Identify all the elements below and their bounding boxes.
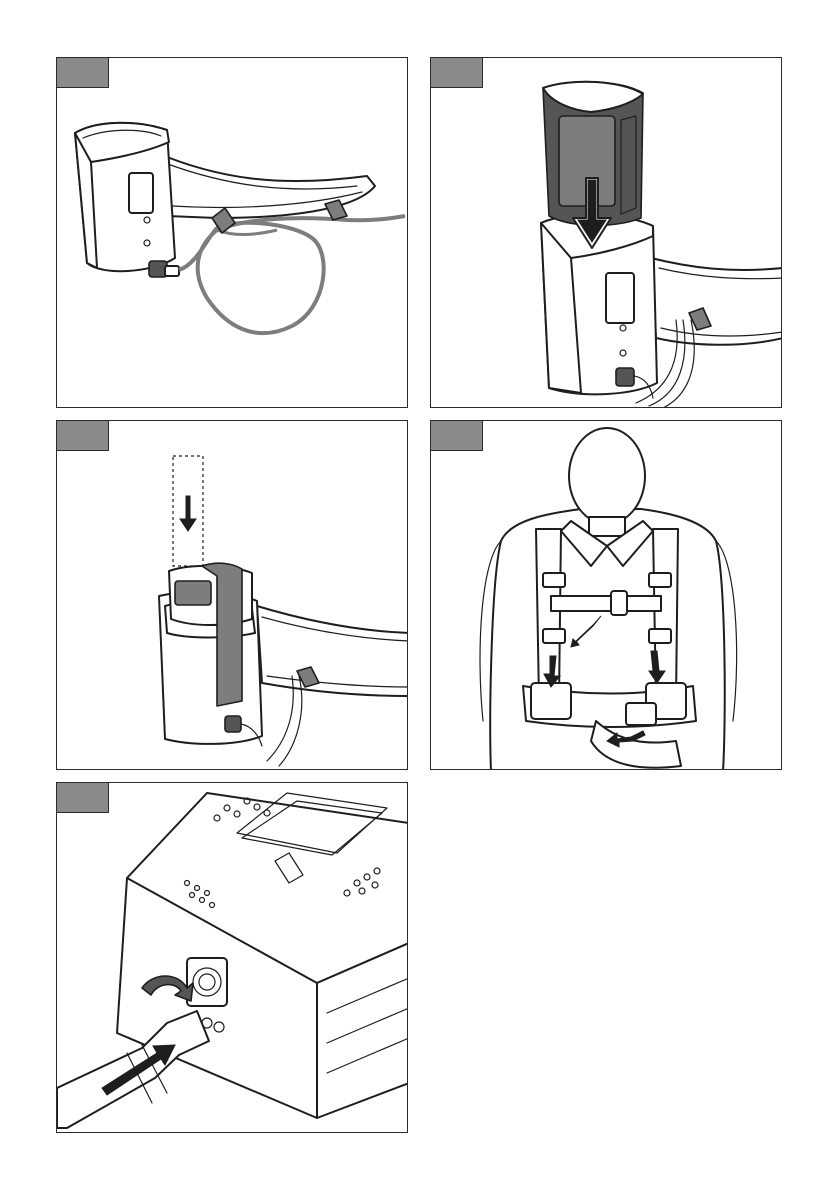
insert-battery-illustration (431, 58, 782, 408)
harness-adjust-illustration (431, 421, 782, 770)
battery-holder-with-cable-illustration (57, 58, 408, 408)
figure-panel-4 (430, 420, 782, 770)
connect-cable-plug-illustration (57, 783, 408, 1133)
figure-panel-1 (56, 57, 408, 408)
figure-panel-5 (56, 782, 408, 1133)
figure-panel-2 (430, 57, 782, 408)
figure-panel-3 (56, 420, 408, 770)
secure-battery-strap-illustration (57, 421, 408, 770)
